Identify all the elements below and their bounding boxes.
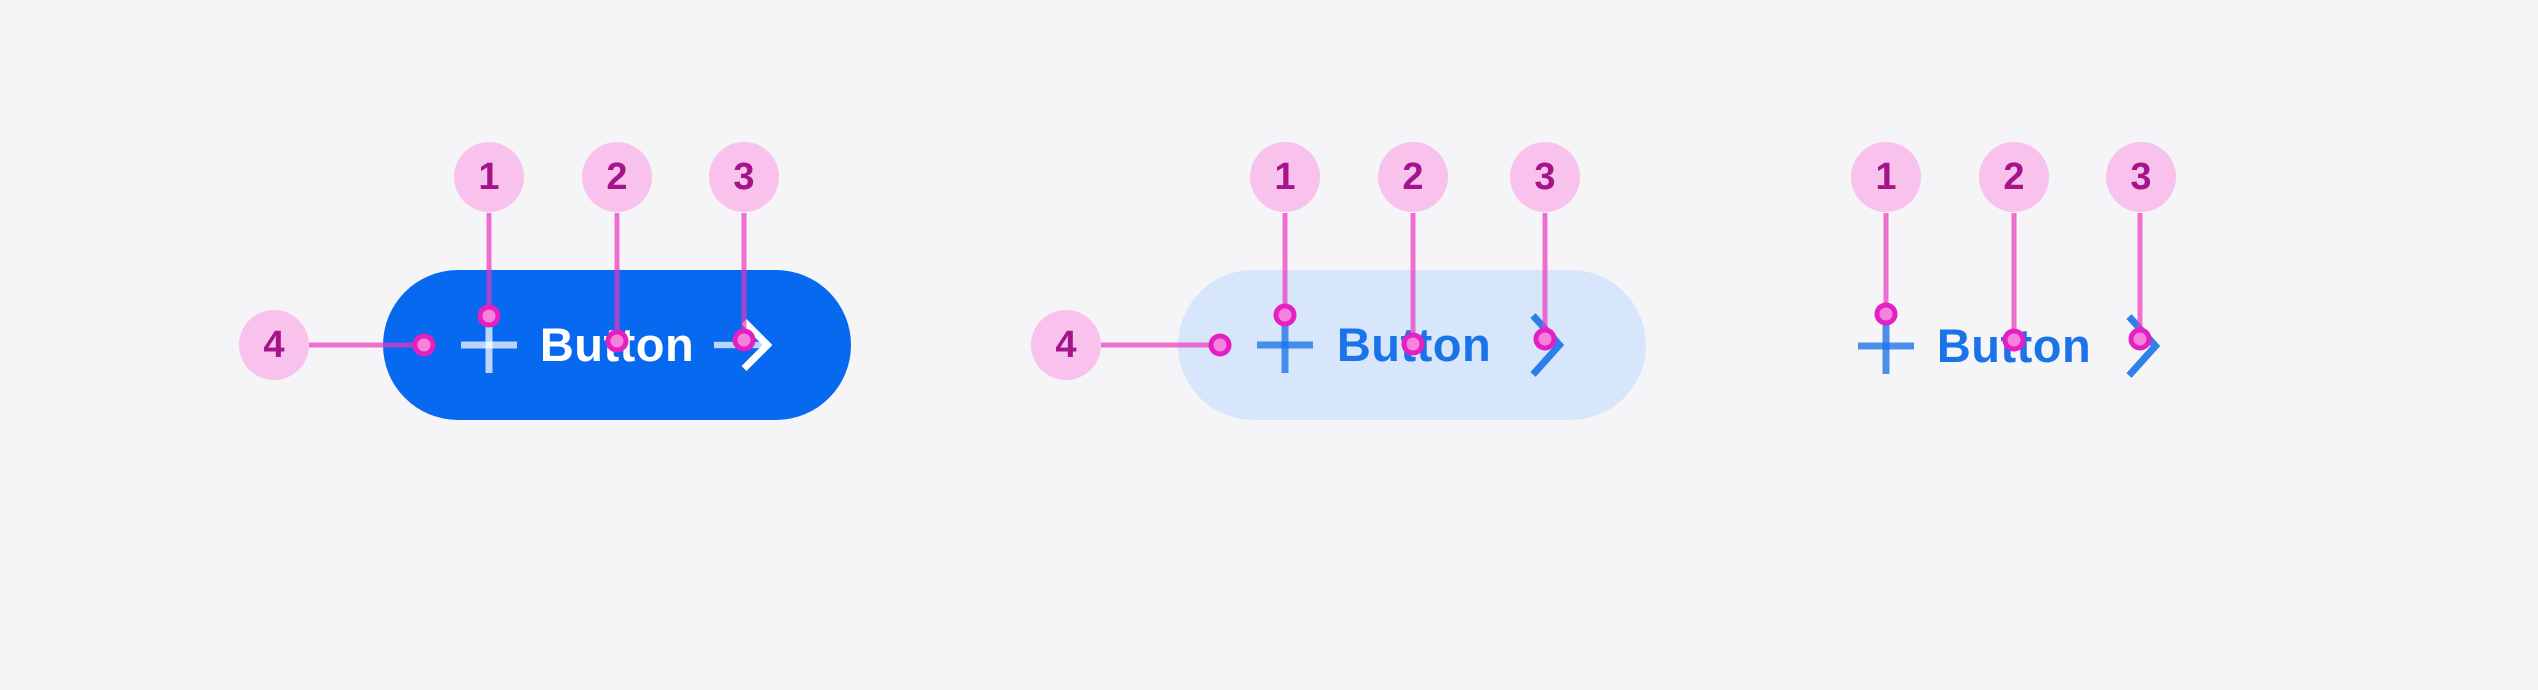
- callout-badge-1: 1: [1851, 142, 1921, 212]
- chevron-right-icon: [2126, 314, 2161, 378]
- plus-icon: [1257, 317, 1313, 373]
- plus-icon: [461, 317, 517, 373]
- callout-badge-2: 2: [1979, 142, 2049, 212]
- callout-badge-1: 1: [1250, 142, 1320, 212]
- callout-badge-4: 4: [239, 310, 309, 380]
- text-button[interactable]: Button: [1936, 319, 2092, 372]
- callout-badge-4: 4: [1031, 310, 1101, 380]
- callout-badge-1: 1: [454, 142, 524, 212]
- callout-badge-2: 2: [582, 142, 652, 212]
- chevron-right-icon: [1530, 313, 1565, 377]
- button-label: Button: [1336, 318, 1492, 371]
- callout-badge-3: 3: [709, 142, 779, 212]
- plus-icon: [1858, 318, 1914, 374]
- callout-badge-2: 2: [1378, 142, 1448, 212]
- callout-badge-3: 3: [2106, 142, 2176, 212]
- button-label: Button: [539, 318, 695, 371]
- arrow-right-icon: [714, 319, 773, 371]
- callout-badge-3: 3: [1510, 142, 1580, 212]
